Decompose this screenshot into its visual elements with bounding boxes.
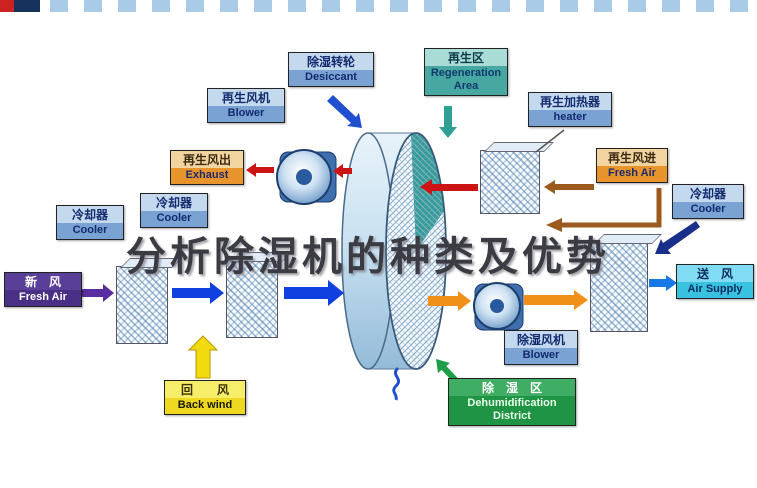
process-air-arrow-2 xyxy=(284,280,344,306)
label-supply-zh: 送 风 xyxy=(677,265,753,283)
dry-air-arrow-2 xyxy=(524,290,588,310)
label-regen-area-zh: 再生区 xyxy=(425,49,507,67)
supply-air-arrow xyxy=(649,275,677,291)
regen-fan xyxy=(276,149,337,205)
label-back-zh: 回 风 xyxy=(165,381,245,399)
label-exhaust-en: Exhaust xyxy=(171,168,243,185)
label-exhaust-zh: 再生风出 xyxy=(171,151,243,169)
label-cooler-right: 冷却器 Cooler xyxy=(672,184,744,220)
label-desiccant-zh: 除湿转轮 xyxy=(289,53,373,71)
label-dblower-en: Blower xyxy=(505,348,577,365)
regen-air-arrow-2 xyxy=(333,164,352,178)
label-desiccant-en: Desiccant xyxy=(289,70,373,87)
label-cooler-left-outer: 冷却器 Cooler xyxy=(56,205,124,241)
label-cooler-r-zh: 冷却器 xyxy=(673,185,743,203)
label-fresh-zh: 新 风 xyxy=(5,273,81,291)
regen-air-arrow-3 xyxy=(246,163,274,177)
label-back-wind: 回 风 Back wind xyxy=(164,380,246,416)
label-fresh-en: Fresh Air xyxy=(5,290,81,307)
heater-connector-line xyxy=(535,129,565,153)
regen-intake-arrow-2 xyxy=(546,218,562,232)
label-air-supply: 送 风 Air Supply xyxy=(676,264,754,300)
label-regeneration-area: 再生区 Regeneration Area xyxy=(424,48,508,96)
label-back-en: Back wind xyxy=(165,398,245,415)
top-stripe-bar xyxy=(0,0,757,12)
label-dehum-blower: 除湿风机 Blower xyxy=(504,330,578,366)
watermark-title: 分析除湿机的种类及优势 xyxy=(126,235,610,279)
dehum-fan-hub xyxy=(490,299,504,313)
label-regen-blower-zh: 再生风机 xyxy=(208,89,284,107)
label-cooler-lo-en: Cooler xyxy=(57,223,123,240)
regen-intake-arrow-1 xyxy=(544,180,594,194)
label-regen-fresh-en: Fresh Air xyxy=(597,166,667,183)
process-air-arrow-1 xyxy=(172,282,224,304)
label-heater-en: heater xyxy=(529,110,611,127)
wheel-face-outline xyxy=(385,132,447,370)
fresh-air-arrow xyxy=(80,284,114,302)
cooling-coil-left-2 xyxy=(226,260,278,338)
label-regen-blower-en: Blower xyxy=(208,106,284,123)
heater-coil xyxy=(480,150,540,214)
regen-air-arrow-1 xyxy=(420,179,478,195)
label-fresh-air: 新 风 Fresh Air xyxy=(4,272,82,308)
label-supply-en: Air Supply xyxy=(677,282,753,299)
label-cooler-lo-zh: 冷却器 xyxy=(57,206,123,224)
regen-intake-duct xyxy=(560,188,662,228)
cooler-arrow xyxy=(655,221,700,254)
regen-fan-hub xyxy=(296,169,312,185)
label-dblower-zh: 除湿风机 xyxy=(505,331,577,349)
cooling-coil-right xyxy=(590,242,648,332)
label-exhaust: 再生风出 Exhaust xyxy=(170,150,244,186)
rotation-ribbon-icon xyxy=(392,366,401,401)
label-regen-fresh-air: 再生风进 Fresh Air xyxy=(596,148,668,184)
label-regen-heater: 再生加热器 heater xyxy=(528,92,612,128)
cooling-coil-left-1 xyxy=(116,266,168,344)
district-pointer-head xyxy=(436,359,450,373)
regen-area-pointer-arrow xyxy=(439,106,457,138)
dehum-fan xyxy=(473,282,524,331)
dry-air-arrow-1 xyxy=(428,291,471,311)
desiccant-pointer-arrow xyxy=(327,95,362,128)
label-desiccant-wheel: 除湿转轮 Desiccant xyxy=(288,52,374,88)
label-heater-zh: 再生加热器 xyxy=(529,93,611,111)
label-regen-area-en: Regeneration Area xyxy=(425,66,507,95)
label-district-zh: 除 湿 区 xyxy=(449,379,575,397)
label-cooler-li-zh: 冷却器 xyxy=(141,194,207,212)
return-air-arrow xyxy=(187,335,219,379)
label-cooler-left-inner: 冷却器 Cooler xyxy=(140,193,208,229)
label-regen-blower: 再生风机 Blower xyxy=(207,88,285,124)
label-dehum-district: 除 湿 区 Dehumidification District xyxy=(448,378,576,426)
label-regen-fresh-zh: 再生风进 xyxy=(597,149,667,167)
label-cooler-r-en: Cooler xyxy=(673,202,743,219)
label-cooler-li-en: Cooler xyxy=(141,211,207,228)
label-district-en: Dehumidification District xyxy=(449,396,575,425)
